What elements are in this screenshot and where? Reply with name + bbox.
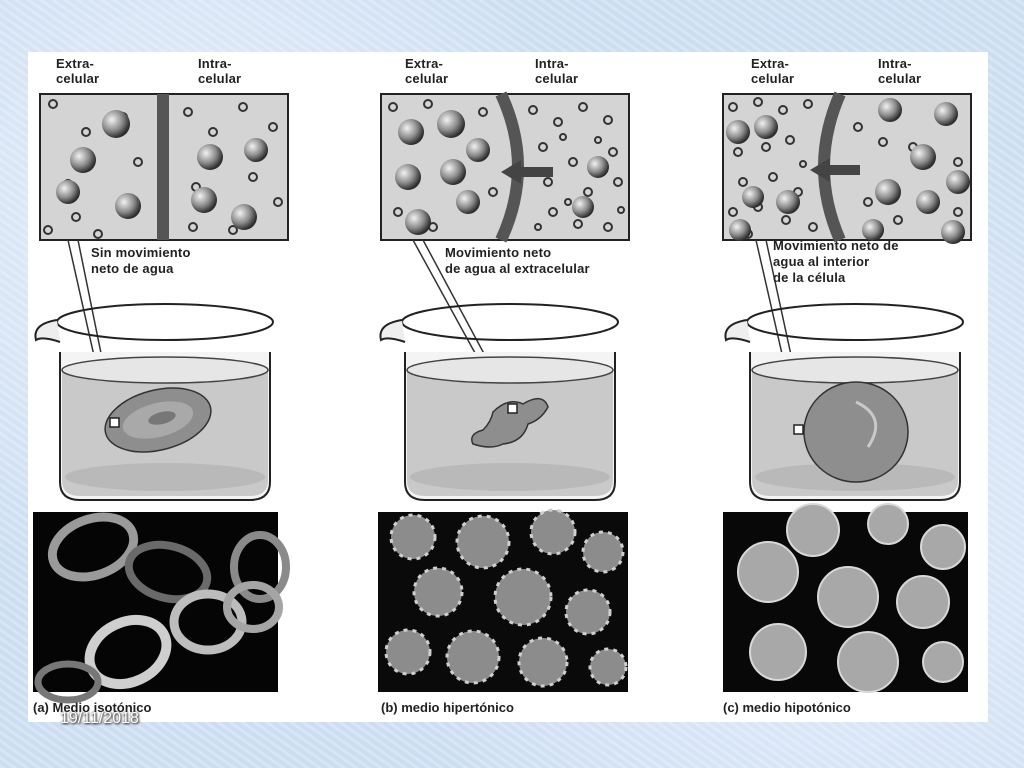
movement-text: Movimiento neto de agua al interior de l… [773,238,899,285]
panel-caption: (a) Medio isotónico [33,700,152,715]
extracellular-label: Extra- celular [56,56,100,86]
water-molecules [43,99,283,239]
panel-hypotonic: Extra- celular Intra- celular Movimiento… [718,52,1018,722]
hypotonic-diagram [722,91,972,693]
solute-molecules [56,110,268,230]
red-blood-cell-swollen [793,381,909,483]
beaker [379,303,619,501]
micrograph-hypertonic [378,508,628,692]
hypertonic-diagram [378,91,630,692]
slide-figure: Extra- celular Intra- celular Sin movimi… [28,52,988,722]
intracellular-label: Intra- celular [535,56,579,86]
red-blood-cell-shrunken [471,398,549,448]
red-blood-cell-normal [104,387,212,453]
panel-caption: (c) medio hipotónico [723,700,851,715]
panel-caption: (b) medio hipertónico [381,700,514,715]
water-molecules [388,99,625,232]
panel-isotonic: Extra- celular Intra- celular Sin movimi… [28,52,328,722]
movement-text: Movimiento neto de agua al extracelular [445,245,590,276]
solute-molecules [395,110,609,235]
slide-date: 19/11/2018 [60,710,139,727]
cell-membrane [157,94,169,240]
extracellular-label: Extra- celular [751,56,795,86]
extracellular-label: Extra- celular [405,56,449,86]
movement-text: Sin movimiento neto de agua [91,245,191,276]
arrow-inward-icon [810,158,860,182]
solute-molecules [726,98,970,244]
micrograph-hypotonic [723,503,968,693]
arrow-outward-icon [501,160,553,184]
isotonic-diagram [33,93,290,704]
panel-hypertonic: Extra- celular Intra- celular Movimiento… [373,52,673,722]
intracellular-label: Intra- celular [878,56,922,86]
micrograph-isotonic [33,512,290,704]
intracellular-label: Intra- celular [198,56,242,86]
